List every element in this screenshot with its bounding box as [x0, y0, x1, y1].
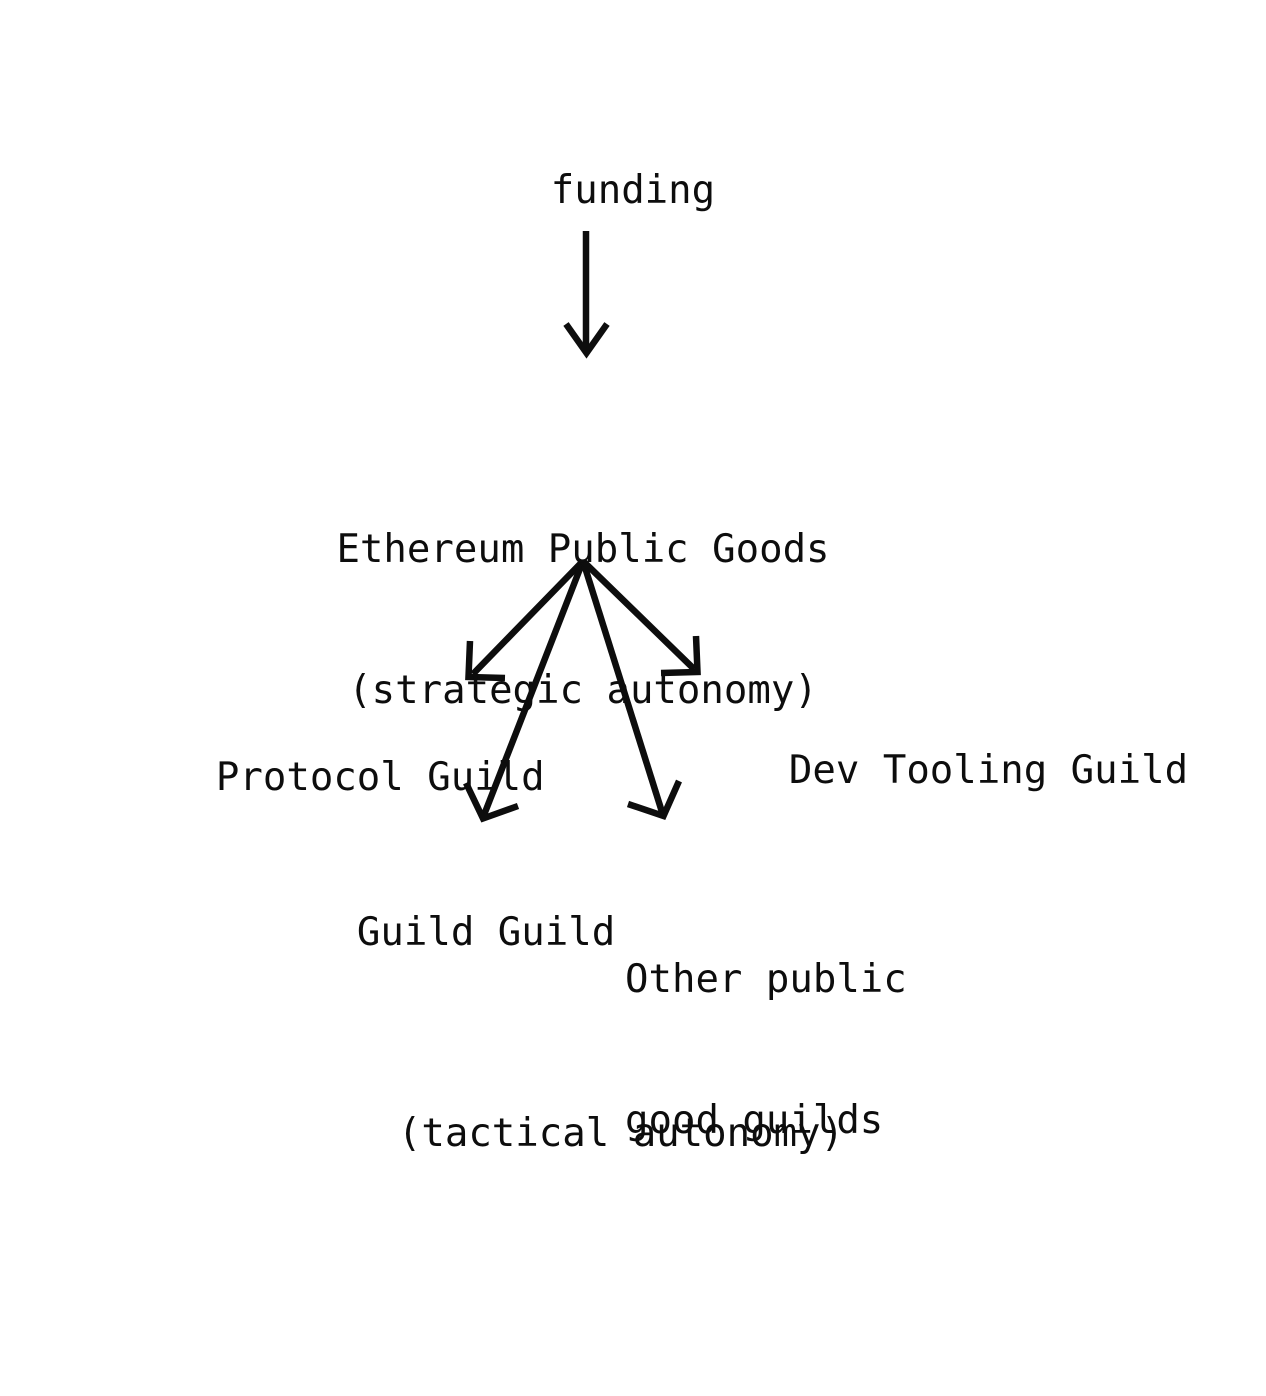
node-tactical-autonomy-label: (tactical autonomy) [397, 1111, 845, 1156]
node-ethereum-public-goods: Ethereum Public Goods (strategic autonom… [0, 432, 1166, 808]
node-protocol-guild: Protocol Guild [122, 707, 545, 848]
node-dev-tooling-guild: Dev Tooling Guild [695, 700, 1188, 841]
node-other-public-good-guilds-line2: good guilds [625, 1098, 884, 1143]
node-guild-guild-label: Guild Guild [356, 910, 616, 955]
node-dev-tooling-guild-label: Dev Tooling Guild [788, 748, 1189, 793]
node-ethereum-public-goods-line1: Ethereum Public Goods [336, 527, 830, 572]
node-tactical-autonomy: (tactical autonomy) [0, 1063, 1148, 1204]
node-ethereum-public-goods-line2: (strategic autonomy) [348, 668, 818, 713]
node-funding-label: funding [550, 168, 716, 213]
node-other-public-good-guilds: Other public good guilds [625, 862, 907, 1238]
node-guild-guild: Guild Guild [263, 862, 615, 1003]
node-other-public-good-guilds-line1: Other public [625, 957, 907, 1002]
node-protocol-guild-label: Protocol Guild [215, 755, 545, 800]
node-funding: funding [0, 120, 1172, 261]
